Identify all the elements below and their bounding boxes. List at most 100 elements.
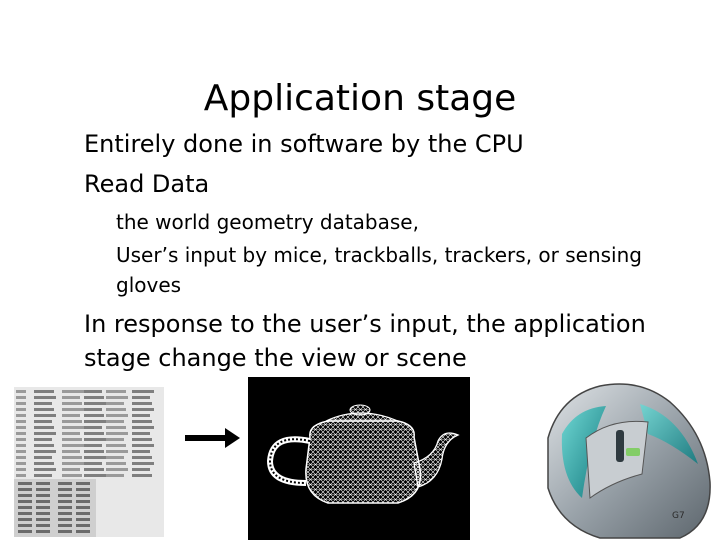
data-cell — [132, 462, 154, 465]
data-cell — [62, 408, 84, 411]
data-cell — [62, 396, 80, 399]
data-cell — [58, 488, 72, 491]
data-cell — [34, 390, 54, 393]
data-cell — [62, 456, 82, 459]
data-cell — [18, 506, 32, 509]
data-cell — [16, 450, 26, 453]
data-cell — [34, 474, 52, 477]
data-cell — [132, 444, 154, 447]
data-cell — [34, 414, 56, 417]
data-cell — [34, 402, 52, 405]
data-cell — [16, 402, 26, 405]
data-cell — [132, 456, 152, 459]
data-cell — [16, 438, 26, 441]
data-cell — [18, 530, 32, 533]
data-cell — [132, 450, 150, 453]
data-cell — [18, 494, 32, 497]
data-cell — [76, 494, 90, 497]
data-cell — [106, 390, 126, 393]
data-cell — [16, 390, 26, 393]
data-cell — [36, 482, 50, 485]
data-cell — [76, 506, 90, 509]
data-cell — [58, 518, 72, 521]
data-cell — [106, 438, 124, 441]
data-cell — [62, 390, 84, 393]
bullet-cpu: Entirely done in software by the CPU — [84, 130, 524, 158]
data-cell — [16, 462, 26, 465]
mouse-model-label: G7 — [672, 511, 685, 521]
data-cell — [84, 456, 106, 459]
data-cell — [106, 462, 126, 465]
data-cell — [76, 488, 90, 491]
data-cell — [18, 524, 32, 527]
data-cell — [36, 500, 50, 503]
data-cell — [106, 456, 124, 459]
data-cell — [106, 444, 126, 447]
data-cell — [36, 488, 50, 491]
data-cell — [36, 518, 50, 521]
data-cell — [132, 474, 152, 477]
data-cell — [132, 426, 154, 429]
data-cell — [16, 420, 26, 423]
data-cell — [34, 444, 54, 447]
data-cell — [62, 402, 82, 405]
data-cell — [84, 462, 102, 465]
data-cell — [16, 408, 26, 411]
data-cell — [34, 456, 52, 459]
data-cell — [84, 450, 104, 453]
data-cell — [34, 408, 54, 411]
sub-bullet-gloves: gloves — [116, 273, 182, 297]
data-cell — [62, 438, 82, 441]
bullet-read-data: Read Data — [84, 170, 210, 198]
data-cell — [106, 432, 128, 435]
sub-bullet-geometry: the world geometry database, — [116, 210, 419, 234]
data-cell — [84, 402, 106, 405]
data-cell — [106, 468, 128, 471]
data-cell — [132, 432, 150, 435]
data-cell — [18, 500, 32, 503]
data-cell — [132, 402, 152, 405]
computer-mouse-image: G7 — [547, 383, 711, 539]
slide-title: Application stage — [203, 78, 517, 119]
data-cell — [62, 444, 84, 447]
data-cell — [76, 524, 90, 527]
data-cell — [16, 426, 26, 429]
bullet-response-cont: stage change the view or scene — [84, 344, 467, 372]
data-cell — [36, 506, 50, 509]
data-cell — [132, 420, 152, 423]
data-cell — [34, 450, 56, 453]
data-cell — [106, 414, 128, 417]
data-cell — [58, 524, 72, 527]
data-cell — [132, 468, 150, 471]
data-cell — [106, 420, 124, 423]
data-cell — [18, 488, 32, 491]
data-cell — [16, 468, 26, 471]
data-cell — [34, 462, 54, 465]
data-cell — [58, 512, 72, 515]
data-cell — [106, 408, 126, 411]
data-cell — [62, 450, 80, 453]
data-cell — [132, 390, 154, 393]
data-cell — [34, 426, 54, 429]
data-cell — [18, 518, 32, 521]
wireframe-teapot-image — [248, 377, 470, 540]
data-cell — [62, 432, 80, 435]
data-cell — [84, 432, 104, 435]
data-cell — [36, 524, 50, 527]
data-cell — [16, 396, 26, 399]
data-cell — [58, 500, 72, 503]
data-cell — [62, 474, 82, 477]
data-cell — [76, 500, 90, 503]
data-cell — [106, 402, 124, 405]
data-cell — [36, 512, 50, 515]
data-cell — [16, 456, 26, 459]
data-cell — [58, 482, 72, 485]
data-cell — [16, 414, 26, 417]
data-cell — [84, 438, 106, 441]
data-cell — [16, 432, 26, 435]
data-cell — [84, 444, 102, 447]
data-cell — [84, 414, 104, 417]
data-cell — [132, 408, 154, 411]
data-cell — [36, 530, 50, 533]
data-cell — [76, 518, 90, 521]
